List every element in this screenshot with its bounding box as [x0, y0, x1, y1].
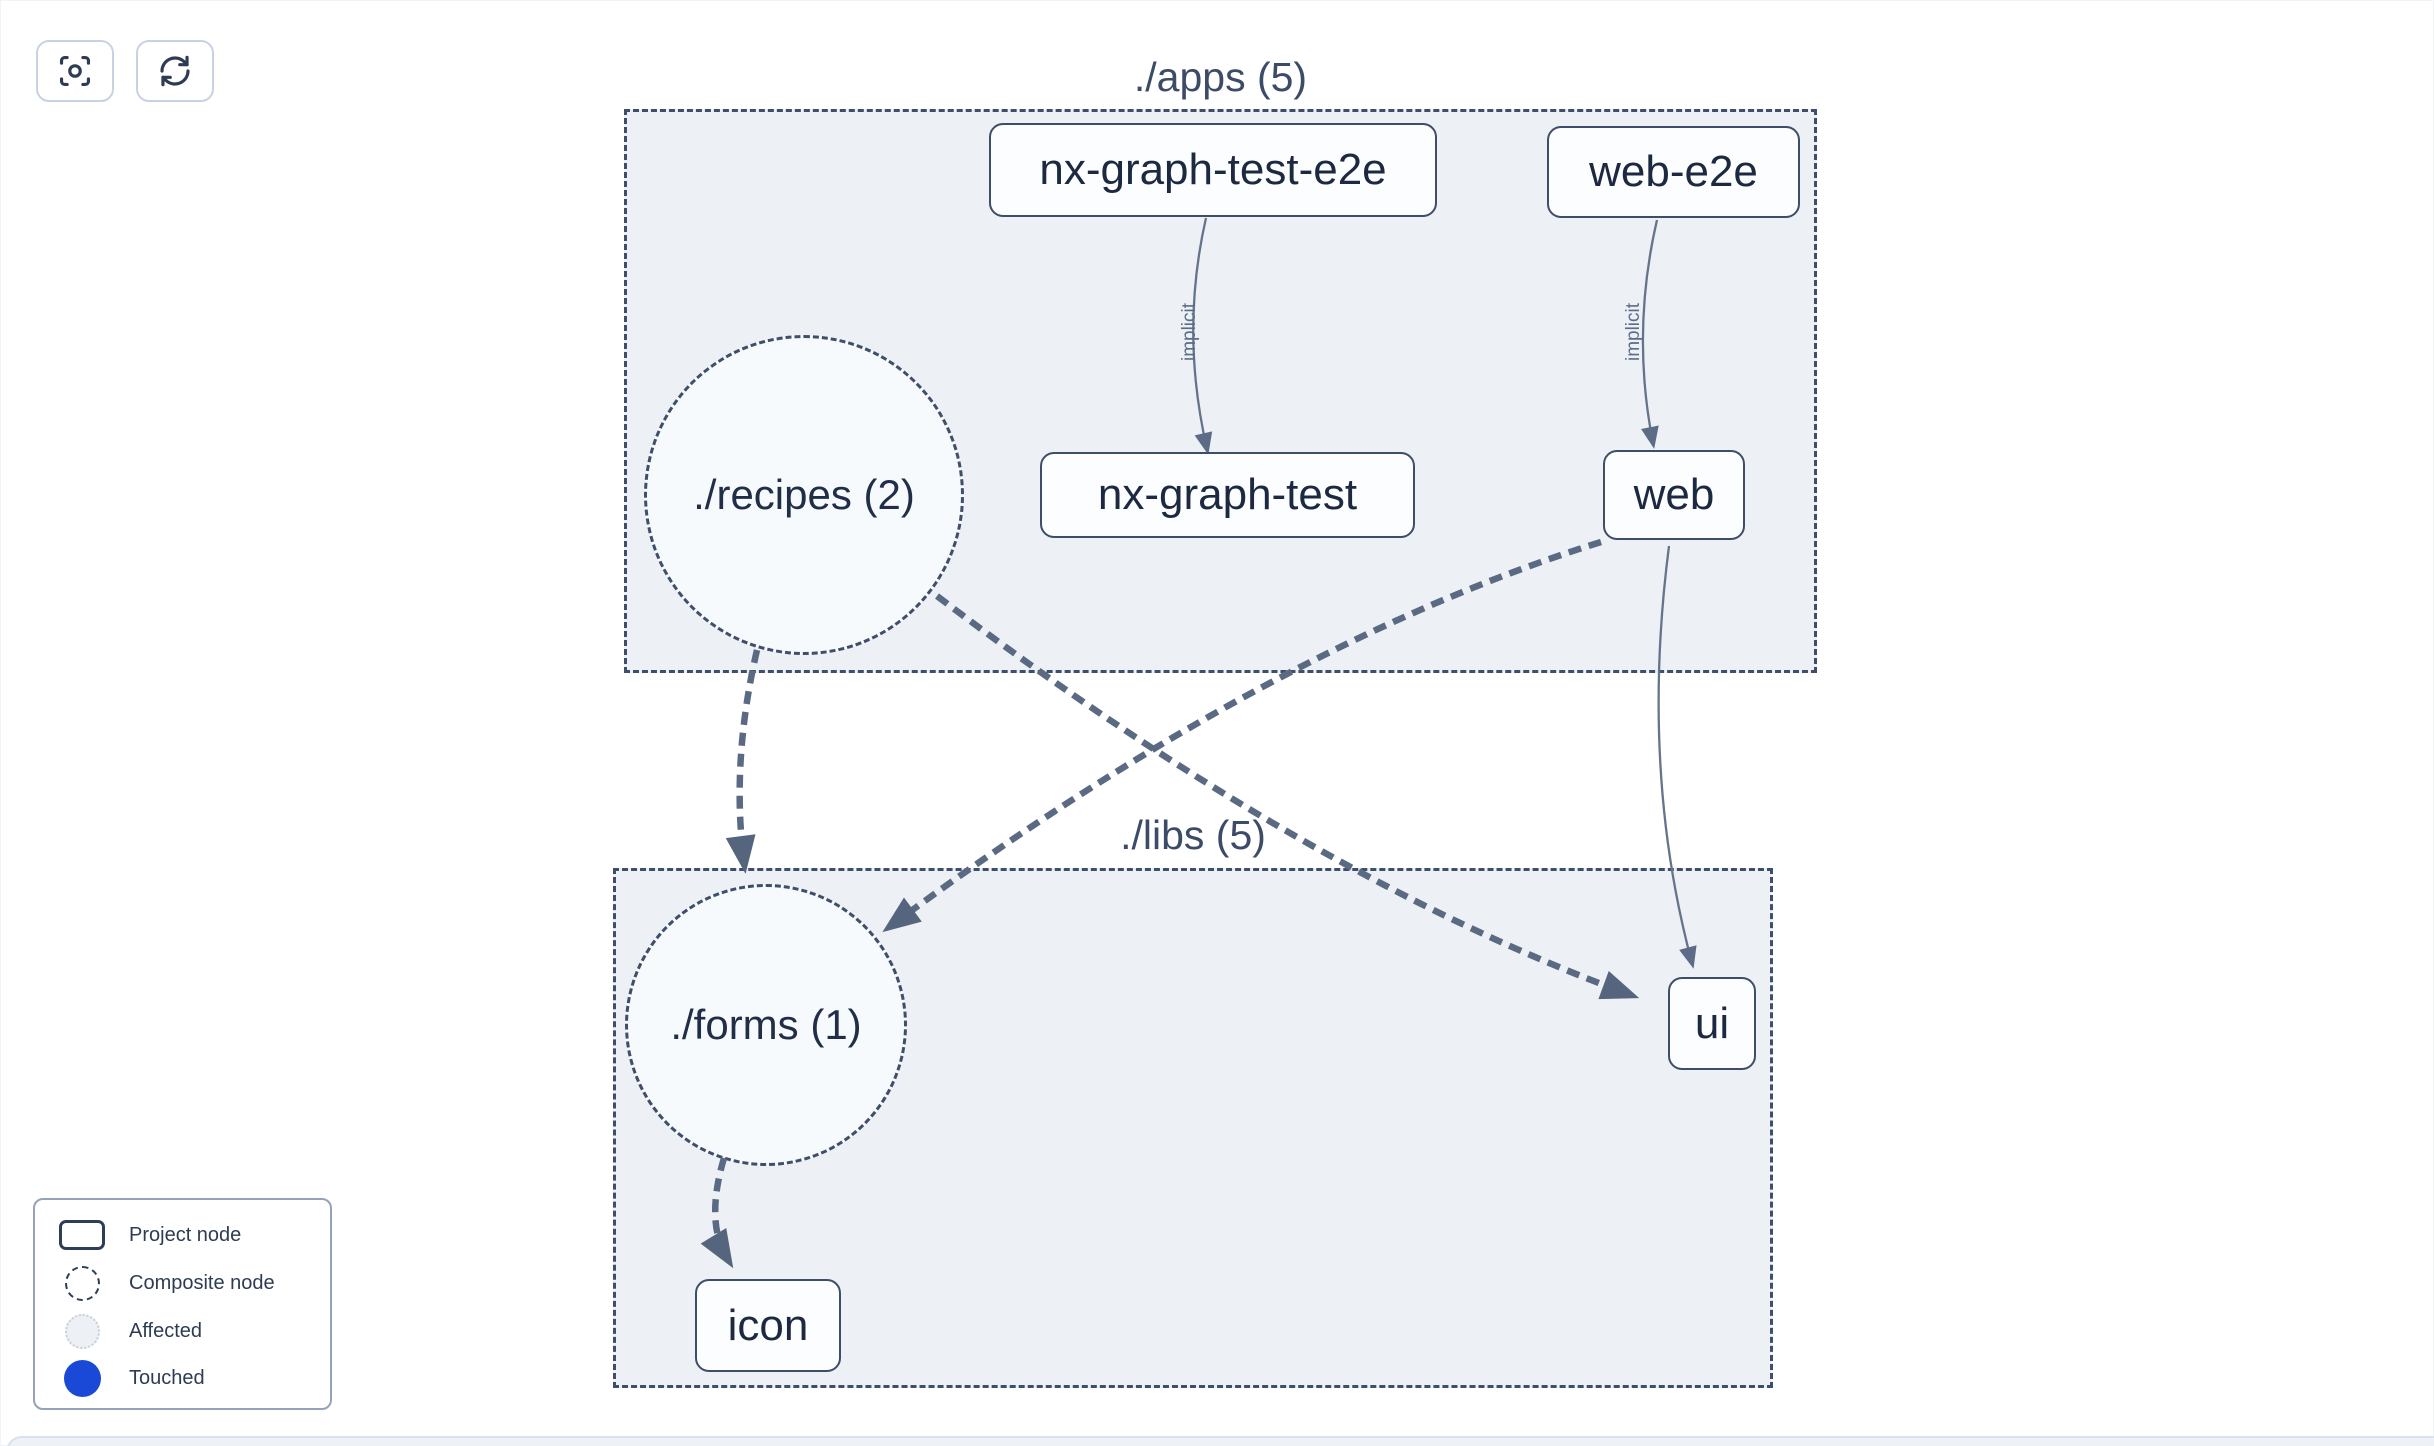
composite-node-forms-label: ./forms (1) — [670, 1001, 862, 1048]
edge-web-to-ui[interactable] — [1657, 545, 1697, 969]
project-node-ui-label: ui — [1694, 998, 1730, 1048]
focus-graph-button[interactable] — [36, 40, 114, 102]
refresh-icon — [156, 52, 194, 90]
edge-label-implicit-2: implicit — [1623, 302, 1644, 362]
edge-label-implicit-1: implicit — [1179, 302, 1200, 362]
refresh-graph-button[interactable] — [136, 40, 214, 102]
crosshair-focus-icon — [56, 52, 94, 90]
legend-item-project-node: Project node — [35, 1211, 330, 1259]
edge-recipes-to-ui[interactable] — [935, 593, 1640, 1000]
legend-item-affected: Affected — [35, 1307, 330, 1355]
project-node-web-label: web — [1633, 470, 1715, 519]
legend-label-project-node: Project node — [129, 1223, 242, 1246]
edge-recipes-to-forms[interactable] — [725, 649, 761, 874]
legend-item-touched: Touched — [35, 1354, 330, 1402]
legend-label-touched: Touched — [129, 1366, 205, 1389]
legend-item-composite-node: Composite node — [35, 1259, 330, 1307]
project-node-icon[interactable]: icon — [695, 1279, 841, 1372]
edge-nx-graph-test-e2e-to-nx-graph-test[interactable] — [1192, 217, 1213, 455]
composite-node-swatch — [64, 1265, 100, 1301]
project-node-nx-graph-test[interactable]: nx-graph-test — [1040, 452, 1415, 538]
affected-swatch — [64, 1313, 100, 1349]
group-label-apps: ./apps (5) — [1133, 54, 1308, 100]
project-node-nx-graph-test-e2e-label: nx-graph-test-e2e — [1039, 145, 1387, 194]
legend: Project node Composite node Affected Tou… — [33, 1198, 332, 1410]
project-node-nx-graph-test-e2e[interactable]: nx-graph-test-e2e — [989, 123, 1437, 217]
edge-forms-to-icon[interactable] — [700, 1157, 734, 1269]
edge-web-e2e-to-web[interactable] — [1641, 219, 1659, 449]
project-node-ui[interactable]: ui — [1668, 977, 1756, 1070]
project-node-nx-graph-test-label: nx-graph-test — [1097, 470, 1358, 519]
group-label-libs: ./libs (5) — [1120, 812, 1266, 858]
project-node-web-e2e[interactable]: web-e2e — [1547, 126, 1800, 218]
project-node-icon-label: icon — [727, 1300, 809, 1350]
touched-swatch — [63, 1359, 101, 1397]
composite-node-forms[interactable]: ./forms (1) — [625, 884, 907, 1166]
composite-node-recipes-label: ./recipes (2) — [693, 471, 915, 518]
edge-web-to-forms[interactable] — [882, 538, 1602, 933]
bottom-panel-edge[interactable] — [6, 1436, 2434, 1446]
project-node-web-e2e-label: web-e2e — [1589, 147, 1758, 196]
composite-node-recipes[interactable]: ./recipes (2) — [644, 335, 964, 655]
project-node-web[interactable]: web — [1603, 450, 1745, 540]
project-node-swatch — [59, 1220, 105, 1250]
legend-label-composite-node: Composite node — [129, 1271, 275, 1294]
legend-label-affected: Affected — [129, 1319, 203, 1342]
